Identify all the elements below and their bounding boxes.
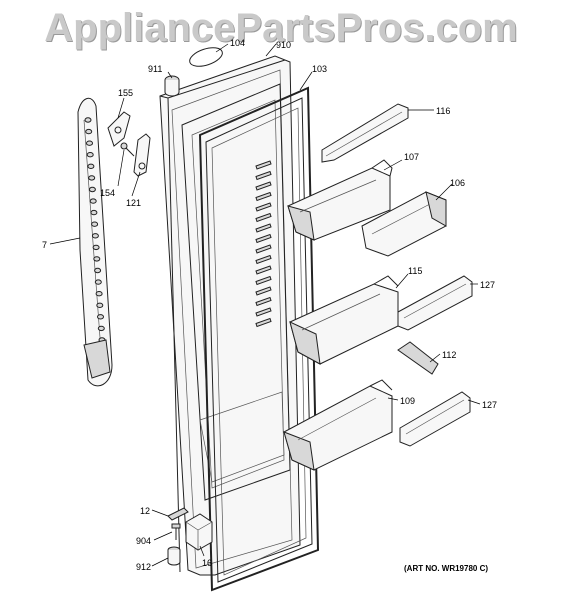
liner-rib (255, 317, 272, 328)
liner-rib (255, 286, 272, 296)
callout-911: 911 (148, 64, 162, 74)
handle-grip-dot (89, 198, 97, 204)
art-number: (ART NO. WR19780 C) (404, 564, 489, 573)
liner-rib (255, 223, 272, 233)
liner-rib (255, 202, 272, 212)
liner-rib (255, 170, 272, 181)
callout-904: 904 (136, 536, 151, 546)
handle-grip-dot (94, 279, 102, 285)
cap-911 (164, 75, 180, 97)
liner-rib (255, 244, 272, 254)
callout-121: 121 (126, 198, 141, 208)
callout-7: 7 (42, 240, 47, 250)
bin-109 (283, 379, 393, 471)
callout-127-lower: 127 (482, 400, 497, 410)
cover-127-upper (397, 275, 473, 331)
handle-grip-dot (93, 256, 101, 262)
liner-rib (255, 160, 272, 170)
handle-grip-dot (84, 117, 92, 123)
handle-grip-dot (91, 233, 99, 239)
liner-shelf-ribs (255, 160, 272, 328)
callout-16: 16 (202, 558, 212, 568)
hinge-bracket-155 (107, 111, 131, 147)
callout-115: 115 (408, 266, 422, 276)
callout-112: 112 (442, 350, 456, 360)
liner-rib (255, 212, 272, 223)
callout-109: 109 (400, 396, 415, 406)
handle-grip-dot (90, 209, 98, 216)
callout-12: 12 (140, 506, 150, 516)
handle-grip-dot (97, 325, 105, 332)
handle-grip-dot (96, 302, 104, 308)
bin-107 (287, 159, 393, 241)
handle-grip-dot (86, 152, 94, 158)
callout-127-upper: 127 (480, 280, 495, 290)
handle-grip-dot (88, 186, 96, 193)
callout-107: 107 (404, 152, 419, 162)
handle-grip-dot (88, 175, 96, 181)
callout-910: 910 (276, 40, 291, 50)
callout-103: 103 (312, 64, 327, 74)
watermark-text: AppliancePartsPros.com (44, 6, 518, 50)
seal-104 (189, 47, 223, 67)
liner-rib (255, 307, 272, 317)
hinge-plate-12 (167, 507, 189, 521)
callout-116: 116 (436, 106, 450, 116)
liner-rib (255, 265, 272, 275)
cover-127-lower (399, 391, 471, 447)
bar-116 (321, 103, 409, 163)
clip-112 (397, 341, 439, 375)
bracket-121 (133, 133, 151, 177)
bin-106 (361, 191, 447, 257)
liner-rib (255, 233, 272, 244)
callout-155: 155 (118, 88, 133, 98)
handle-grip-dot (97, 314, 104, 320)
leader-lines (49, 43, 481, 567)
screw-154 (120, 142, 135, 157)
handle-grip-dot (86, 140, 93, 146)
bushing-912 (167, 546, 181, 566)
door-gasket (198, 86, 320, 592)
callout-104: 104 (230, 38, 245, 48)
liner-rib (255, 275, 272, 286)
handle-grip-dot (92, 244, 100, 251)
callout-106: 106 (450, 178, 465, 188)
handle-grip-dot (85, 128, 93, 135)
callout-labels: 104 910 911 103 155 116 107 106 154 121 … (42, 38, 497, 572)
callout-912: 912 (136, 562, 151, 572)
handle-grip-dot (91, 221, 99, 227)
liner-rib (255, 254, 272, 265)
callout-154: 154 (100, 188, 115, 198)
handle-grip-dot (94, 267, 102, 274)
liner-rib (255, 191, 272, 202)
screw-904 (171, 523, 181, 540)
hinge-16 (185, 513, 213, 551)
door-handle (77, 97, 113, 387)
handle-grip-dot (87, 163, 95, 170)
liner-rib (255, 181, 272, 191)
handle-grip-dot (95, 291, 103, 297)
liner-rib (255, 296, 272, 307)
